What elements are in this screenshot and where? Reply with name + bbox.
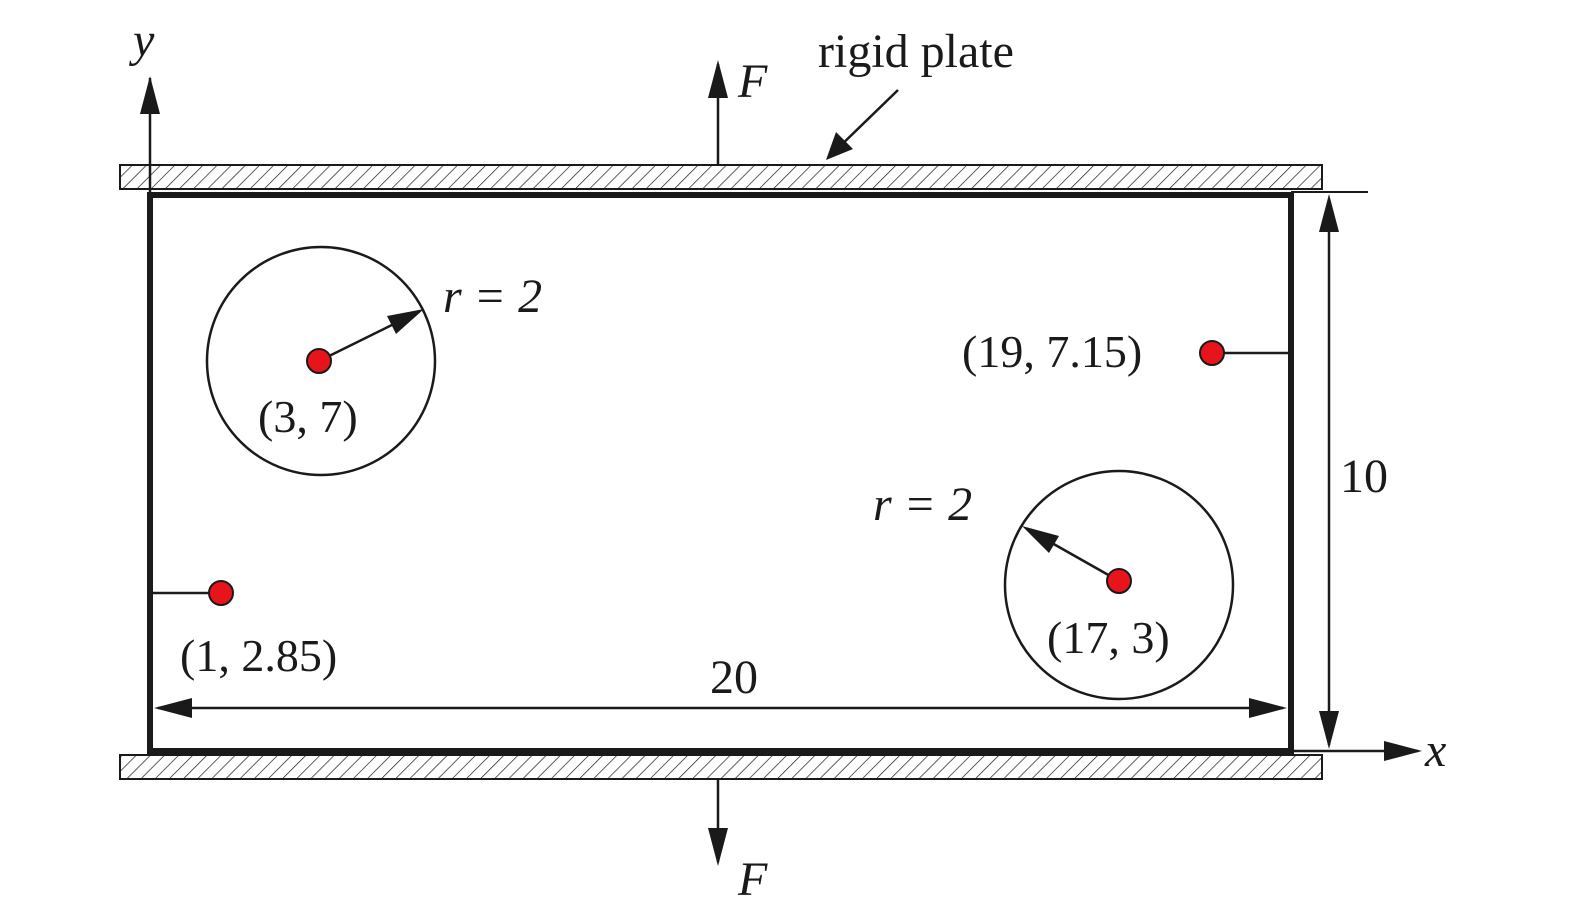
x-axis-arrowhead [1384, 741, 1422, 761]
bottom-rigid-plate [119, 754, 1323, 780]
height-dimension-label: 10 [1340, 450, 1388, 503]
y-axis-label: y [128, 14, 155, 67]
hole-1-radius-label: r = 2 [443, 270, 542, 323]
hole-2-center-point [1106, 568, 1132, 594]
top-rigid-plate [119, 164, 1323, 190]
hole-2-center-label: (17, 3) [1047, 612, 1170, 663]
hole-1-radius-text: r = 2 [443, 270, 542, 323]
bottom-force-arrowhead [708, 828, 728, 866]
specimen-rectangle [147, 192, 1294, 754]
point-right-marker [1199, 340, 1225, 366]
hole-1-center-point [306, 348, 332, 374]
rigid-plate-label: rigid plate [818, 25, 1014, 78]
hole-2-radius-arrowhead [1022, 526, 1059, 553]
y-axis-arrowhead [140, 76, 160, 114]
hole-2-radius-label: r = 2 [873, 478, 972, 531]
width-dimension-arrow-right [1249, 698, 1287, 718]
point-left-label: (1, 2.85) [180, 630, 337, 681]
bottom-force-label: F [737, 853, 768, 906]
hole-2-radius-text: r = 2 [873, 478, 972, 531]
point-left-marker [208, 580, 234, 606]
height-dimension-arrow-bottom [1319, 711, 1339, 749]
point-right-label: (19, 7.15) [962, 326, 1142, 377]
x-axis-label: x [1424, 724, 1446, 777]
hole-2-circle [1003, 469, 1235, 701]
rigid-plate-leader-arrowhead [826, 132, 853, 160]
hole-1-center-label: (3, 7) [258, 391, 358, 442]
height-dimension-arrow-top [1319, 194, 1339, 232]
width-dimension-label: 20 [710, 651, 758, 704]
hole-1-radius-arrowhead [387, 309, 424, 334]
width-dimension-arrow-left [154, 698, 192, 718]
top-force-arrowhead [708, 60, 728, 98]
hole-1-circle [205, 245, 437, 477]
top-force-label: F [737, 55, 768, 108]
